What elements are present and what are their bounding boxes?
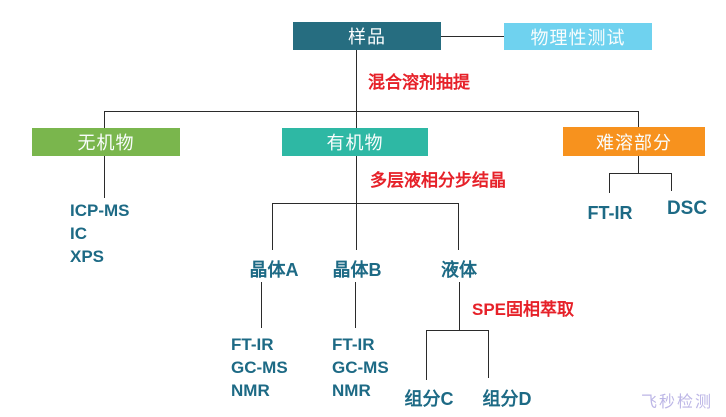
node-physical-test: 物理性测试 xyxy=(504,23,652,50)
method-list-crystal-a: FT-IR GC-MS NMR xyxy=(231,333,288,402)
edge-sample-to-physical-test xyxy=(441,36,504,37)
method-item: FT-IR xyxy=(231,335,274,354)
edge-organic-down xyxy=(356,156,357,203)
edge-to-crystal-b xyxy=(356,203,357,250)
node-inorganic-label: 无机物 xyxy=(77,133,135,153)
edge-main-branch-horizontal xyxy=(104,111,639,112)
method-insoluble-ftir: FT-IR xyxy=(587,203,633,223)
node-crystal-b: 晶体B xyxy=(332,260,382,280)
edge-fractions-horizontal xyxy=(426,330,488,331)
method-item: IC xyxy=(70,224,87,243)
method-item: NMR xyxy=(231,381,270,400)
edge-to-insoluble xyxy=(638,111,639,127)
node-sample: 样品 xyxy=(293,22,441,50)
edge-sample-down xyxy=(356,50,357,128)
method-list-inorganic: ICP-MS IC XPS xyxy=(70,199,130,268)
edge-to-crystal-a xyxy=(272,203,273,250)
method-item: GC-MS xyxy=(231,358,288,377)
edge-inorganic-to-methods xyxy=(104,156,105,198)
process-label-stepwise-crystallization: 多层液相分步结晶 xyxy=(370,171,506,190)
method-item: FT-IR xyxy=(332,335,375,354)
node-insoluble-label: 难溶部分 xyxy=(596,132,672,153)
node-crystal-a: 晶体A xyxy=(249,260,299,280)
edge-insoluble-horizontal xyxy=(609,173,671,174)
node-organic-label: 有机物 xyxy=(326,133,384,153)
node-organic: 有机物 xyxy=(282,128,428,156)
process-label-mixed-solvent-extraction: 混合溶剂抽提 xyxy=(368,73,470,92)
edge-to-fraction-d xyxy=(488,330,489,378)
edge-to-inorganic xyxy=(104,111,105,128)
method-item: GC-MS xyxy=(332,358,389,377)
edge-to-insoluble-dsc xyxy=(671,173,672,191)
node-inorganic: 无机物 xyxy=(32,128,180,156)
node-insoluble: 难溶部分 xyxy=(563,127,705,156)
node-sample-label: 样品 xyxy=(348,27,386,47)
node-physical-test-label: 物理性测试 xyxy=(530,27,626,48)
node-liquid: 液体 xyxy=(441,260,477,280)
node-fraction-c: 组分C xyxy=(404,389,454,409)
method-item: XPS xyxy=(70,247,105,266)
edge-to-fraction-c xyxy=(426,330,427,380)
edge-to-insoluble-ftir xyxy=(609,173,610,193)
edge-crystal-b-to-methods xyxy=(355,282,356,328)
edge-crystals-horizontal xyxy=(272,203,459,204)
process-label-spe-extraction: SPE固相萃取 xyxy=(472,300,575,319)
edge-liquid-down xyxy=(459,282,460,330)
method-list-crystal-b: FT-IR GC-MS NMR xyxy=(332,333,389,402)
method-item: NMR xyxy=(332,381,371,400)
edge-insoluble-down xyxy=(638,156,639,173)
method-item: ICP-MS xyxy=(70,201,130,220)
watermark: 飞秒检测 xyxy=(641,394,714,411)
edge-crystal-a-to-methods xyxy=(261,282,262,328)
method-insoluble-dsc: DSC xyxy=(666,198,708,219)
node-fraction-d: 组分D xyxy=(482,389,532,409)
edge-to-liquid xyxy=(458,203,459,250)
